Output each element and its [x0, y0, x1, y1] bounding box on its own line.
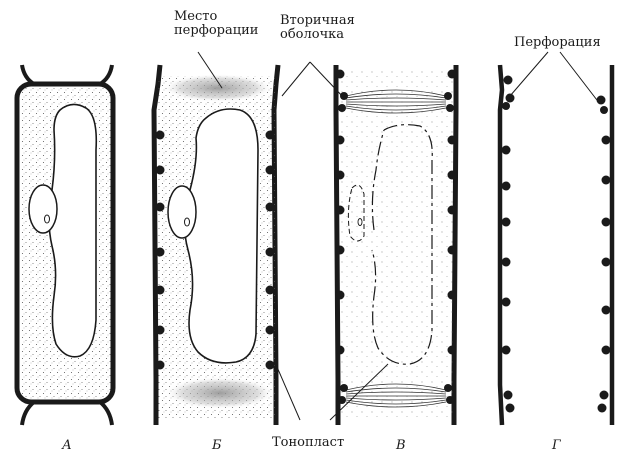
perforation-site-bottom: [165, 377, 275, 409]
label-perforation-site-line1: Место: [174, 9, 218, 24]
label-secondary-wall-line1: Вторичная: [280, 13, 355, 28]
perforation-plate-bottom: [345, 383, 447, 408]
label-perforation-site-line2: перфорации: [174, 23, 259, 38]
leader-perforation-1: [509, 51, 549, 97]
cell-v: [333, 65, 459, 425]
nucleus-a: [28, 184, 58, 234]
vacuole-v-degenerating: [371, 124, 433, 365]
panel-label-a: А: [62, 438, 72, 453]
cell-b: [151, 64, 281, 425]
leader-lines: [197, 51, 601, 421]
panel-label-v: В: [396, 438, 406, 453]
panel-label-b: Б: [212, 438, 222, 453]
label-secondary-wall: Вторичная оболочка: [280, 14, 355, 42]
perforation-plate-top: [345, 89, 447, 114]
vacuole-b: [183, 108, 259, 364]
cell-g: [497, 64, 615, 426]
vacuole-a: [48, 103, 98, 358]
label-perforation: Перфорация: [514, 35, 601, 50]
leader-perforation-site: [197, 51, 223, 89]
perforation-site-top: [163, 74, 273, 102]
leader-perforation-2: [559, 51, 601, 105]
label-perforation-site: Место перфорации: [174, 10, 258, 38]
nucleus-v-degenerating: [347, 184, 365, 242]
leader-secondary-wall: [281, 61, 311, 97]
cell-a: [14, 64, 116, 426]
leader-tonoplast-1: [273, 359, 301, 421]
leader-secondary-wall-2: [309, 61, 345, 99]
panel-label-g: Г: [552, 438, 561, 453]
leader-tonoplast-2: [329, 363, 389, 421]
nucleus-b: [167, 185, 197, 239]
label-tonoplast: Тонопласт: [272, 435, 345, 450]
label-secondary-wall-line2: оболочка: [280, 27, 345, 42]
